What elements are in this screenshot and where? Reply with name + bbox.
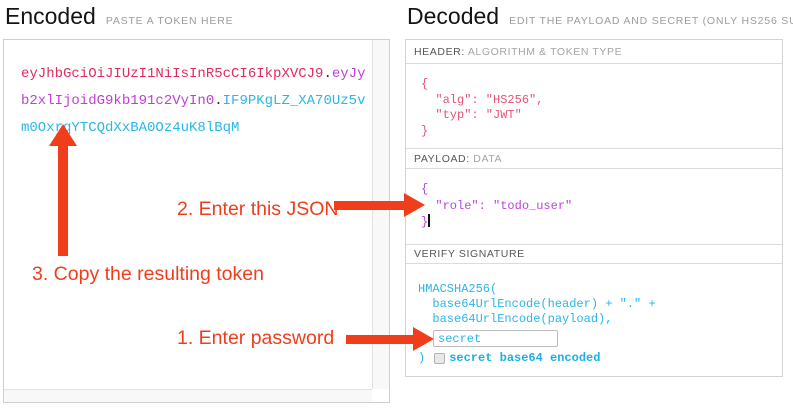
- payload-section-label: PAYLOAD: DATA: [406, 148, 782, 169]
- payload-json-editor[interactable]: { "role": "todo_user" }: [421, 182, 573, 229]
- vertical-scrollbar[interactable]: [372, 40, 389, 389]
- decoded-panel: HEADER: ALGORITHM & TOKEN TYPE { "alg": …: [405, 39, 783, 377]
- encoded-title: Encoded: [5, 3, 96, 29]
- text-cursor: [428, 214, 430, 227]
- arrow-right-head-icon: [413, 327, 434, 351]
- decoded-subtitle: EDIT THE PAYLOAD AND SECRET (ONLY HS256 …: [509, 15, 793, 27]
- token-header-segment: eyJhbGciOiJIUzI1NiIsInR5cCI6IkpXVCJ9: [21, 66, 324, 82]
- secret-base64-checkbox[interactable]: [434, 353, 446, 364]
- arrow-right-icon: [334, 201, 406, 210]
- annotation-step2-label: 2. Enter this JSON: [177, 198, 339, 220]
- token-payload-segment: eyJyb2xlIjoidG9kb191c2VyIn0: [21, 66, 366, 109]
- signature-block: HMACSHA256( base64UrlEncode(header) + ".…: [406, 264, 782, 376]
- arrow-up-icon: [58, 144, 68, 256]
- annotation-step3-label: 3. Copy the resulting token: [32, 263, 264, 285]
- arrow-up-head-icon: [49, 124, 77, 146]
- horizontal-scrollbar[interactable]: [4, 389, 372, 402]
- header-section-label: HEADER: ALGORITHM & TOKEN TYPE: [406, 40, 782, 64]
- header-json: { "alg": "HS256", "typ": "JWT" }: [421, 77, 544, 138]
- decoded-title-row: Decoded EDIT THE PAYLOAD AND SECRET (ONL…: [407, 3, 793, 30]
- arrow-right-icon: [346, 335, 414, 344]
- secret-base64-label[interactable]: secret base64 encoded: [449, 351, 601, 365]
- annotation-step1-label: 1. Enter password: [177, 327, 335, 349]
- verify-signature-section-label: VERIFY SIGNATURE: [406, 244, 782, 264]
- arrow-right-head-icon: [404, 192, 425, 217]
- token-separator-dot: .: [323, 66, 332, 82]
- encoded-title-row: Encoded PASTE A TOKEN HERE: [5, 3, 233, 30]
- secret-input[interactable]: [433, 330, 558, 347]
- decoded-title: Decoded: [407, 3, 500, 29]
- token-separator-dot: .: [214, 93, 223, 109]
- encoded-token-input[interactable]: eyJhbGciOiJIUzI1NiIsInR5cCI6IkpXVCJ9.eyJ…: [3, 39, 390, 403]
- encoded-subtitle: PASTE A TOKEN HERE: [105, 15, 234, 27]
